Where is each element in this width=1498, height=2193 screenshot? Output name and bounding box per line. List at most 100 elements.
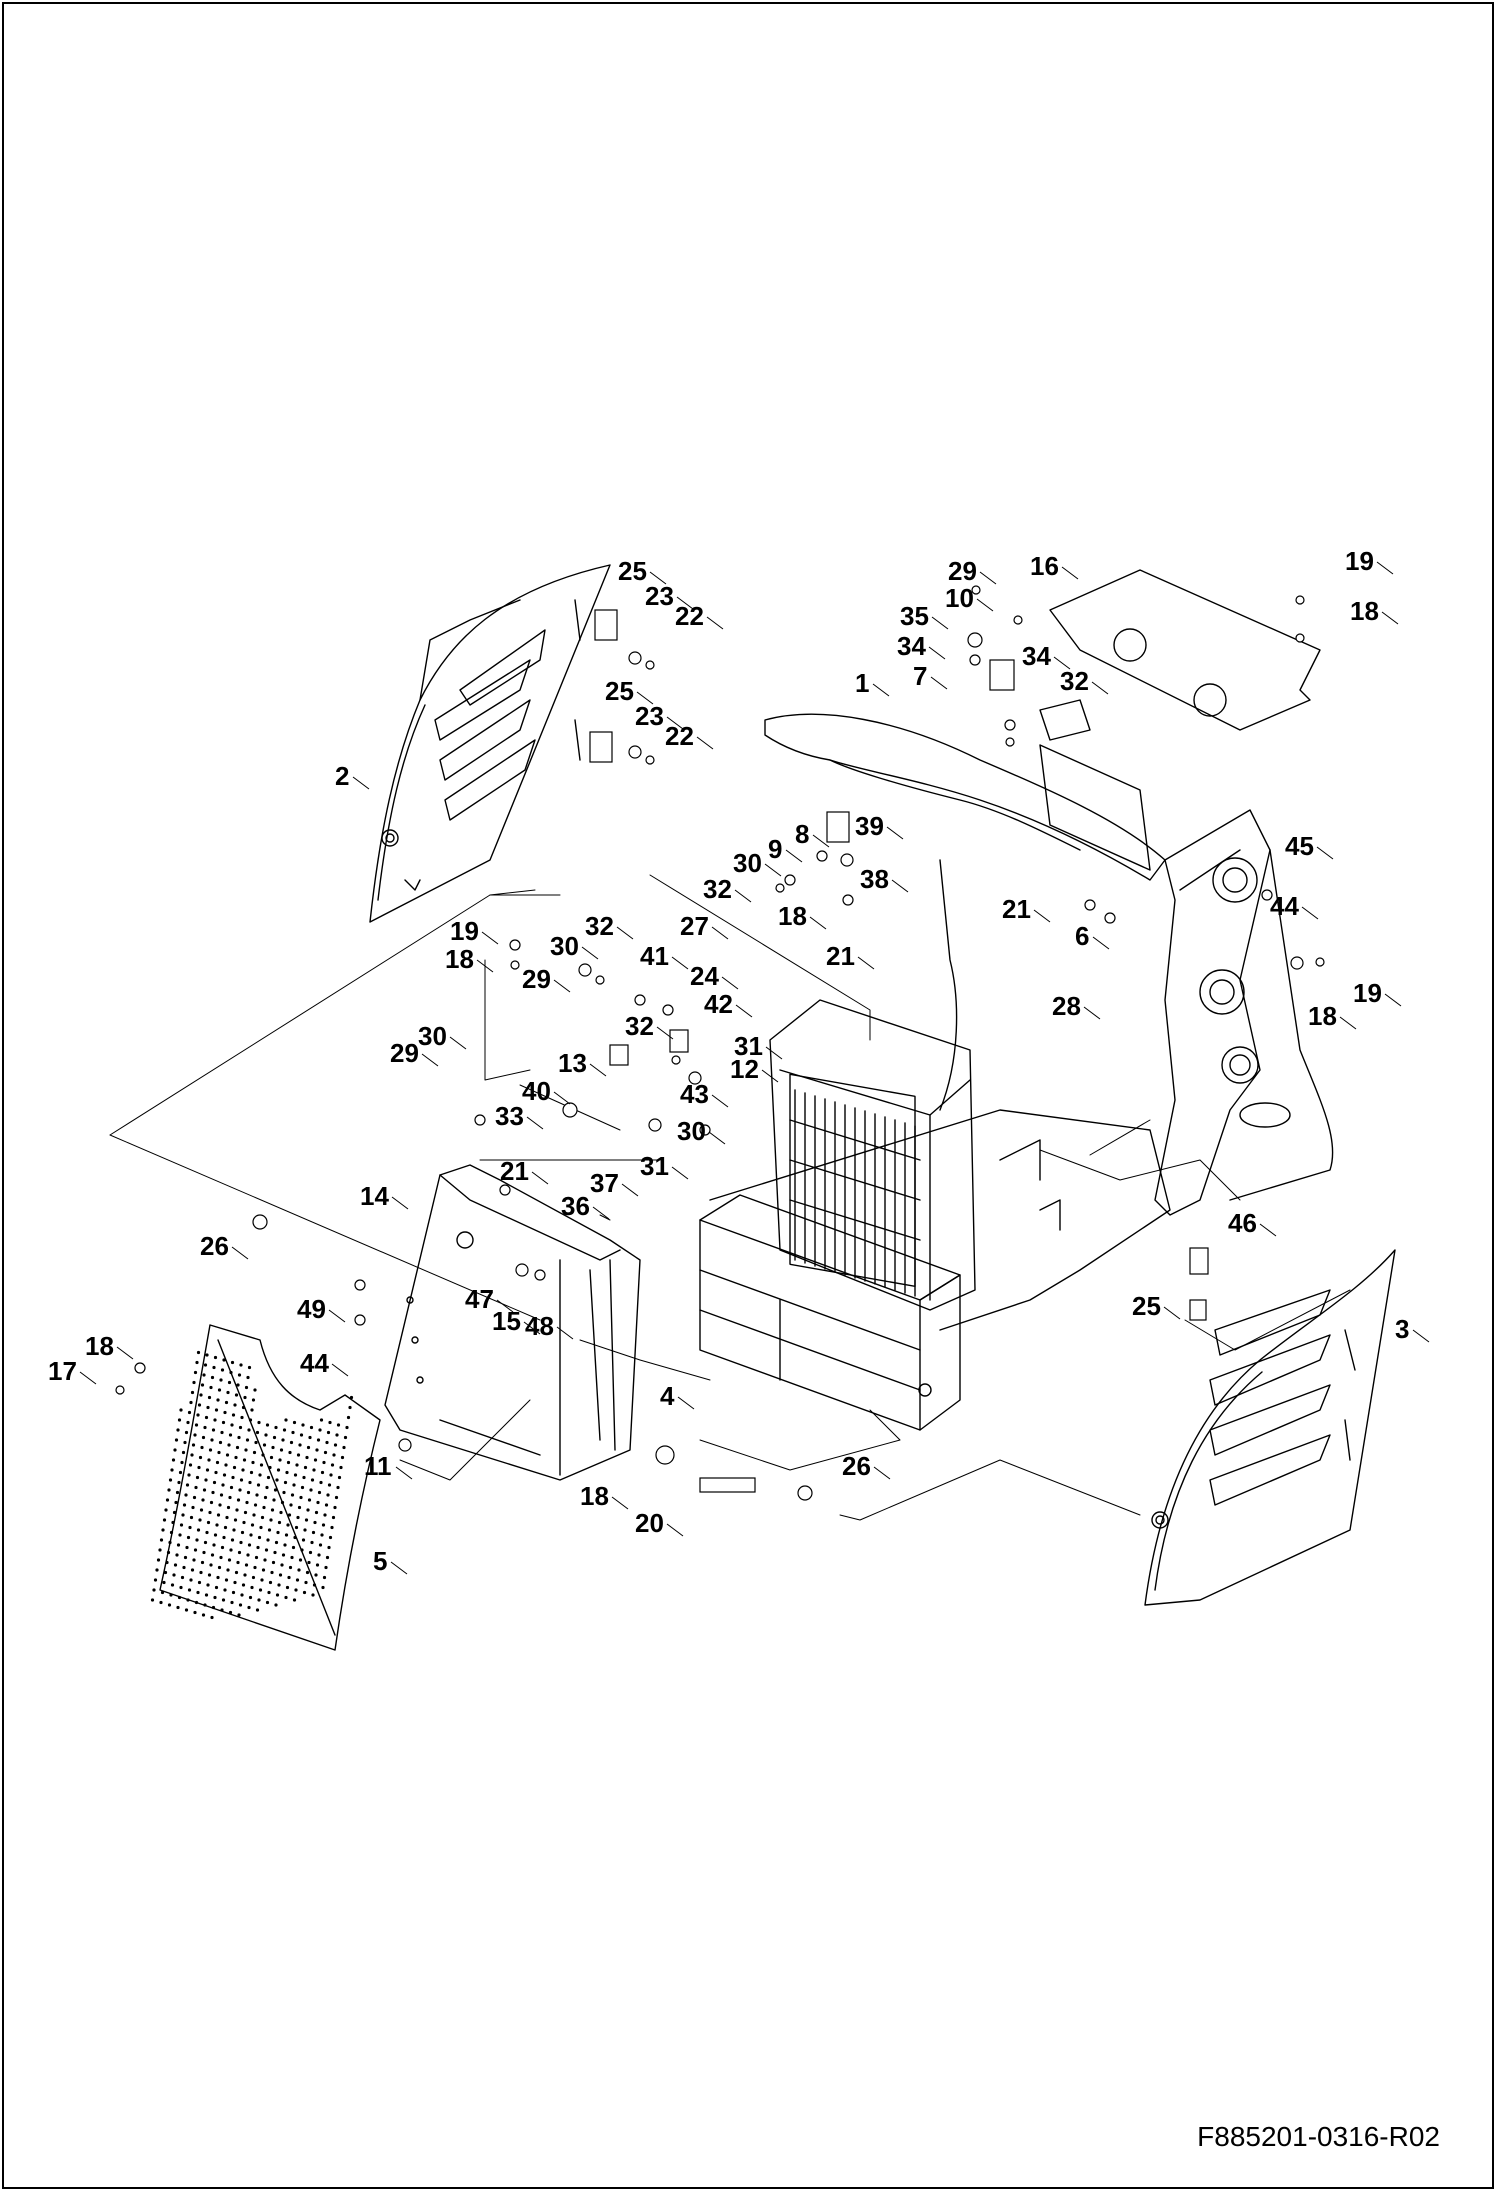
grille-hole: [174, 1500, 178, 1505]
grille-hole: [237, 1613, 241, 1617]
grille-hole: [197, 1403, 202, 1407]
callout-11: 11: [364, 1451, 392, 1481]
grille-hole: [292, 1483, 296, 1487]
callout-31: 31: [640, 1151, 669, 1181]
grille-hole: [162, 1580, 166, 1585]
grille-hole: [198, 1455, 203, 1460]
grille-hole: [200, 1560, 205, 1565]
grille-hole: [342, 1445, 346, 1450]
callout-1: 1: [855, 668, 869, 698]
grille-hole: [186, 1420, 190, 1425]
grille-hole: [170, 1468, 174, 1472]
grille-hole: [225, 1515, 229, 1520]
grille-hole: [250, 1585, 254, 1590]
grille-hole: [175, 1553, 179, 1557]
grille-hole: [306, 1508, 310, 1512]
grille-hole: [318, 1543, 323, 1547]
grille-hole: [257, 1535, 262, 1540]
grille-hole: [280, 1500, 285, 1505]
grille-hole: [198, 1518, 202, 1522]
grille-hole: [228, 1495, 232, 1500]
callout-leader: [711, 926, 729, 940]
grille-hole: [189, 1515, 194, 1520]
grille-hole: [243, 1510, 248, 1515]
callout-leader: [1384, 993, 1402, 1007]
grille-hole: [327, 1545, 331, 1550]
grille-hole: [186, 1598, 190, 1602]
grille-hole: [256, 1483, 261, 1487]
grille-hole: [283, 1480, 288, 1485]
grille-hole: [252, 1450, 257, 1455]
grille-hole: [274, 1425, 278, 1430]
grille-hole: [184, 1608, 189, 1612]
grille-hole: [256, 1545, 260, 1550]
grille-hole: [196, 1590, 200, 1595]
grille-hole: [235, 1508, 239, 1512]
callout-leader: [1092, 936, 1110, 950]
callout-28: 28: [1052, 991, 1081, 1021]
callout-15: 15: [492, 1306, 521, 1336]
callout-leader: [666, 716, 684, 730]
grille-hole: [235, 1445, 240, 1450]
grille-hole: [285, 1585, 290, 1590]
callout-leader: [676, 596, 694, 610]
grille-hole: [288, 1450, 292, 1455]
grille-hole: [222, 1473, 227, 1477]
grille-hole: [273, 1488, 278, 1492]
grille-hole: [222, 1535, 226, 1540]
grille-hole: [251, 1575, 256, 1580]
grille-hole: [174, 1438, 179, 1442]
grille-hole: [150, 1598, 155, 1602]
grille-hole: [267, 1590, 271, 1595]
grille-hole: [251, 1398, 256, 1402]
callout-45: 45: [1285, 831, 1314, 861]
front-frame: [384, 1164, 641, 1481]
grille-hole: [252, 1513, 256, 1517]
grille-hole: [193, 1610, 197, 1615]
grille-perforations: [150, 1350, 354, 1620]
callout-leader: [1053, 656, 1071, 670]
grille-hole: [333, 1443, 338, 1447]
grille-hole: [272, 1435, 277, 1440]
grille-hole: [211, 1490, 215, 1495]
grille-hole: [268, 1580, 273, 1585]
grille-hole: [202, 1373, 206, 1377]
grille-hole: [327, 1483, 332, 1487]
callout-27: 27: [680, 911, 709, 941]
grille-hole: [193, 1548, 198, 1552]
grille-hole: [255, 1608, 260, 1612]
grille-hole: [332, 1453, 336, 1457]
grille-hole: [299, 1495, 303, 1500]
grille-hole: [242, 1458, 247, 1462]
grille-hole: [188, 1525, 192, 1530]
grille-hole: [213, 1595, 217, 1600]
grille-hole: [345, 1425, 349, 1430]
grille-hole: [224, 1463, 228, 1467]
callout-33: 33: [495, 1101, 524, 1131]
grille-hole: [278, 1573, 283, 1577]
grille-hole: [319, 1480, 323, 1485]
callout-18: 18: [85, 1331, 114, 1361]
grille-hole: [343, 1435, 348, 1440]
grille-hole: [299, 1433, 304, 1437]
grille-hole: [284, 1533, 289, 1537]
grille-hole: [158, 1548, 162, 1552]
grille-hole: [293, 1535, 297, 1540]
grille-hole: [346, 1415, 351, 1420]
grille-hole: [192, 1495, 197, 1500]
grille-hole: [170, 1583, 175, 1587]
grille-hole: [171, 1520, 175, 1525]
grille-hole: [223, 1410, 227, 1415]
grille-hole: [208, 1510, 212, 1515]
callout-leader: [930, 676, 948, 690]
grille-hole: [330, 1463, 335, 1467]
grille-hole: [243, 1395, 247, 1400]
grille-hole: [209, 1500, 214, 1505]
callout-leader: [523, 1321, 541, 1335]
grille-hole: [211, 1428, 216, 1432]
grille-hole: [196, 1413, 200, 1417]
grille-hole: [310, 1478, 315, 1482]
grille-hole: [315, 1448, 319, 1452]
grille-hole: [243, 1573, 247, 1577]
grille-hole: [257, 1420, 261, 1425]
